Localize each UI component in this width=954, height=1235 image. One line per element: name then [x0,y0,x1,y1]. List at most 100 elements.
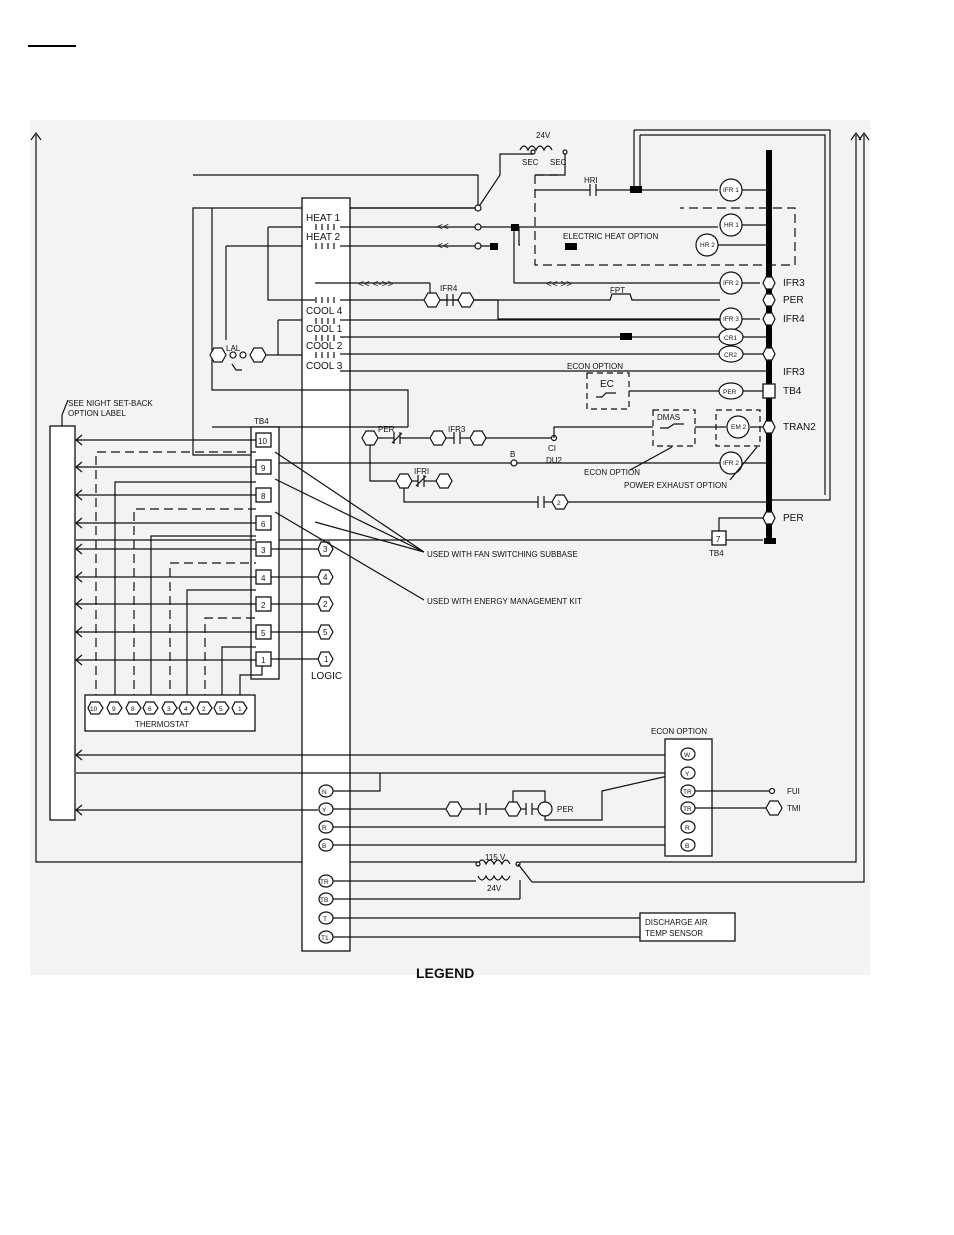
per-tb4-bottom: 7 TB4 [263,517,763,558]
svg-text:T1: T1 [321,935,329,942]
svg-text:LAL: LAL [226,344,241,353]
svg-text:IFR 3: IFR 3 [723,316,739,323]
board-contacts: HEAT 1 HEAT 2 COOL 4 COOL 1 COOL 2 COOL … [306,213,343,682]
logic-label: LOGIC [311,671,342,682]
svg-text:PER: PER [783,513,804,524]
econ-option-ec: ECON OPTION EC [567,362,719,410]
svg-text:B: B [685,843,689,850]
svg-text:IFR3: IFR3 [448,425,466,434]
svg-text:Y: Y [685,771,690,778]
svg-text:TB: TB [320,897,328,904]
svg-text:EC: EC [600,379,614,390]
svg-text:TB4: TB4 [254,417,269,426]
svg-text:2: 2 [323,600,328,609]
svg-text:115 V: 115 V [485,853,506,862]
svg-text:HR 1: HR 1 [724,222,739,229]
sec-left-label: SEC [522,158,539,167]
svg-text:IFRI: IFRI [414,467,429,476]
svg-text:COOL 1: COOL 1 [306,324,343,335]
svg-text:IFR3: IFR3 [783,278,805,289]
svg-text:DU2: DU2 [546,456,563,465]
tb4-wires [75,434,263,703]
svg-text:Y: Y [322,807,327,814]
svg-text:10: 10 [258,437,267,446]
svg-text:HEAT 1: HEAT 1 [306,213,341,224]
svg-text:IFR 2: IFR 2 [723,280,739,287]
svg-text:IFR3: IFR3 [783,367,805,378]
svg-text:5: 5 [219,706,223,713]
svg-text:8: 8 [261,492,266,501]
svg-text:THERMOSTAT: THERMOSTAT [135,720,189,729]
per-bottom-row: PER [333,772,682,846]
logic-terminals: 3 4 2 5 1 [271,541,334,667]
top-loop-wire-2 [640,134,826,495]
notes: USED WITH FAN SWITCHING SUBBASE USED WIT… [274,451,582,606]
svg-text:TR: TR [683,806,692,813]
svg-text:COOL 2: COOL 2 [306,341,343,352]
svg-text:PER: PER [557,805,574,814]
top-loop-wire [634,129,831,501]
right-terminals: IFR3 PER IFR4 IFR3 TB4 TRAN2 PER [762,276,816,525]
svg-text:POWER EXHAUST OPTION: POWER EXHAUST OPTION [624,481,727,490]
svg-text:5: 5 [261,629,266,638]
electric-heat-option: HRI ELECTRIC HEAT OPTION [534,174,796,266]
ifr4-fpt: IFR4 FPT [423,284,720,308]
svg-text:TEMP SENSOR: TEMP SENSOR [645,929,703,938]
per-ifr3-row: PER IFR3 DMAS [212,409,763,447]
svg-text:PER: PER [723,389,737,396]
svg-text:USED WITH ENERGY MANAGEMENT KI: USED WITH ENERGY MANAGEMENT KIT [427,597,582,606]
svg-text:TB4: TB4 [709,549,724,558]
svg-text:HEAT 2: HEAT 2 [306,232,341,243]
svg-text:FUI: FUI [787,787,800,796]
svg-text:1: 1 [324,655,329,664]
svg-text:COOL 4: COOL 4 [306,306,343,317]
svg-text:<<: << [437,241,449,252]
svg-text:3: 3 [261,546,266,555]
svg-text:<< <->>: << <->> [358,279,393,290]
svg-text:6: 6 [261,520,266,529]
svg-text:DISCHARGE AIR: DISCHARGE AIR [645,918,708,927]
svg-text:TMI: TMI [787,804,801,813]
svg-text:TRAN2: TRAN2 [783,422,816,433]
svg-text:IFR4: IFR4 [440,284,458,293]
svg-text:HR 2: HR 2 [700,242,715,249]
svg-text:R: R [685,825,690,832]
svg-text:CR2: CR2 [724,352,737,359]
svg-text:9: 9 [261,464,266,473]
svg-text:TB4: TB4 [783,386,802,397]
svg-text:ECON OPTION: ECON OPTION [651,727,707,736]
sec-right-label: SEC [550,158,567,167]
svg-text:<< >>: << >> [546,279,572,290]
svg-text:FPT: FPT [610,286,625,295]
svg-text:4: 4 [261,574,266,583]
board-wires: << << << >> << <->> [211,204,768,427]
svg-text:4: 4 [323,573,328,582]
svg-text:OPTION LABEL: OPTION LABEL [68,409,126,418]
svg-text:TR: TR [320,879,329,886]
lower-wires [75,749,680,816]
discharge-air-sensor: DISCHARGE AIR TEMP SENSOR [639,912,736,942]
svg-text:ECON OPTION: ECON OPTION [584,468,640,477]
svg-text:DMAS: DMAS [657,413,680,422]
svg-text:<<: << [437,222,449,233]
hri-label: HRI [584,176,598,185]
relay-coils: IFR 1 HR 1 HR 2 IFR 2 IFR 3 CR1 CR2 PER … [695,178,769,475]
svg-text:EM 2: EM 2 [731,424,747,431]
svg-text:24V: 24V [487,884,502,893]
svg-text:CR1: CR1 [724,335,737,342]
b-c1-row: B CI DU2 ECON OPTION POWER EXHAUST OPTIO… [262,444,758,490]
svg-text:T: T [323,916,327,923]
legend-title: LEGEND [416,965,474,981]
lal-switch: LAL [209,344,278,371]
svg-text:3: 3 [167,706,171,713]
svg-text:2: 2 [557,500,561,507]
svg-text:USED WITH FAN SWITCHING SUBBAS: USED WITH FAN SWITCHING SUBBASE [427,550,578,559]
svg-text:R: R [322,825,327,832]
svg-text:B: B [322,843,326,850]
svg-text:IFR4: IFR4 [783,314,805,325]
tb4-strip: TB4 10 9 8 6 3 4 2 5 1 [250,417,280,680]
svg-text:4: 4 [184,706,188,713]
svg-text:9: 9 [112,706,116,713]
svg-text:COOL 3: COOL 3 [306,361,343,372]
